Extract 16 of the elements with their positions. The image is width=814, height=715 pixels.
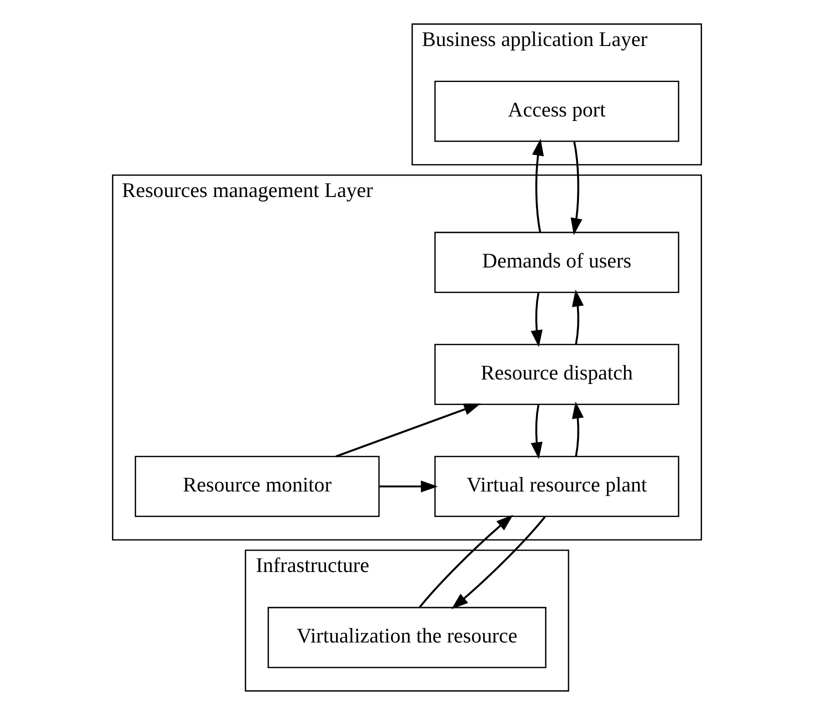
arrow — [572, 402, 584, 456]
arrow — [418, 514, 514, 608]
node-box: Virtualization the resource — [268, 606, 546, 668]
arrow — [451, 516, 546, 610]
node-box: Resource dispatch — [434, 344, 680, 406]
node-box: Access port — [434, 80, 680, 142]
arrow — [380, 480, 438, 492]
arrow — [530, 292, 543, 348]
node-box: Demands of users — [434, 232, 680, 294]
arrow — [336, 403, 481, 458]
arrow — [532, 138, 544, 232]
node-box: Resource monitor — [134, 456, 380, 518]
arrow — [570, 141, 582, 236]
node-box: Virtual resource plant — [434, 456, 680, 518]
arrow — [530, 404, 543, 460]
arrow — [572, 290, 584, 344]
